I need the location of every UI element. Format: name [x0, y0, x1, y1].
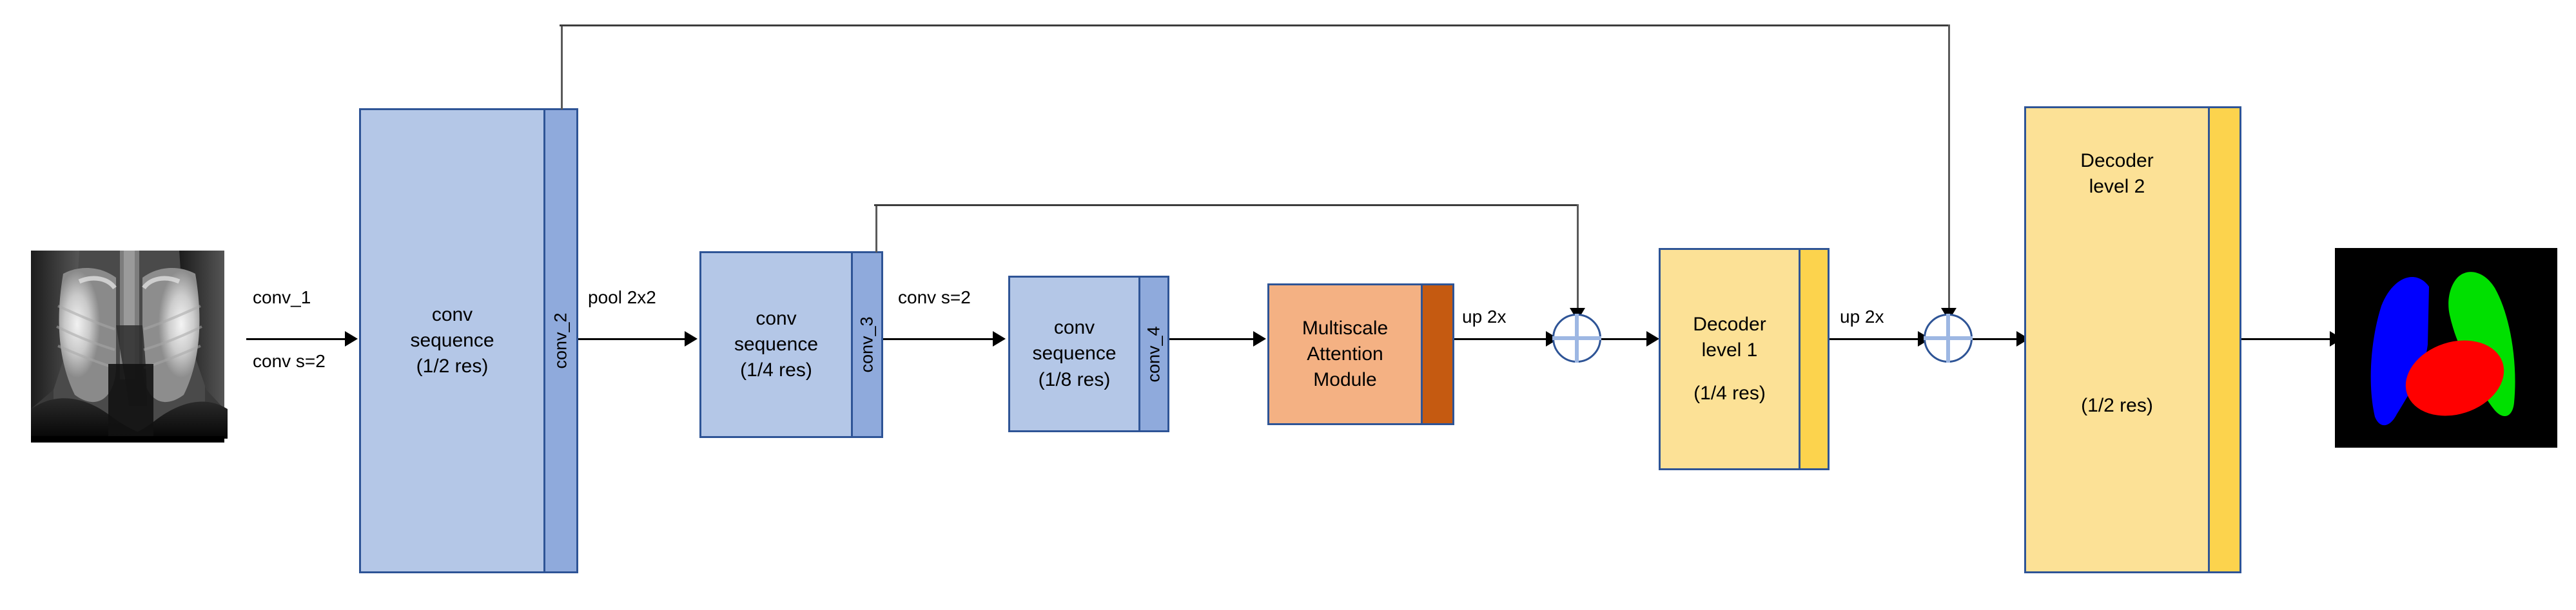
block-multiscale-attention-module-strip — [1421, 285, 1452, 423]
block-conv-sequence-1-strip: conv_2 — [543, 110, 576, 571]
edge-conv2-to-conv3 — [883, 338, 994, 340]
block-conv-sequence-3-body: conv sequence (1/8 res) — [1010, 278, 1138, 430]
block-conv-sequence-3[interactable]: conv sequence (1/8 res) conv_4 — [1008, 276, 1169, 432]
block-multiscale-attention-module-body: Multiscale Attention Module — [1269, 285, 1421, 423]
arrowhead-conv3-to-attention — [1253, 331, 1266, 347]
skip-conv3-rail — [874, 204, 1578, 206]
edge-sum1-to-decoder1 — [1601, 338, 1648, 340]
block-conv-sequence-3-line-2: (1/8 res) — [1038, 368, 1111, 390]
block-conv-sequence-1-line-2: (1/2 res) — [416, 356, 489, 377]
block-conv-sequence-2-line-2: (1/4 res) — [740, 359, 812, 381]
skip-conv3-riser — [875, 204, 877, 253]
block-conv-sequence-2[interactable]: conv sequence (1/4 res) conv_3 — [699, 251, 883, 438]
block-decoder-level-1-strip — [1799, 250, 1828, 468]
edge-input-to-conv1 — [246, 338, 346, 340]
label-up-2x-a: up 2x — [1462, 307, 1507, 327]
decoder2-line-0: Decoder — [2080, 150, 2154, 171]
block-conv-sequence-3-line-1: sequence — [1032, 343, 1117, 365]
edge-conv1-to-conv2 — [578, 338, 687, 340]
decoder1-line-3: (1/4 res) — [1693, 382, 1766, 404]
segmentation-mask-output — [2335, 248, 2557, 448]
edge-decoder2-to-output — [2241, 338, 2332, 340]
block-decoder-level-1[interactable]: Decoder level 1 (1/4 res) — [1659, 248, 1830, 470]
attention-line-1: Attention — [1307, 343, 1383, 365]
block-decoder-level-2-body: Decoder level 2 (1/2 res) — [2026, 108, 2208, 571]
edge-decoder1-to-sum2 — [1830, 338, 1920, 340]
label-up-2x-b: up 2x — [1840, 307, 1884, 327]
label-pool-2x2: pool 2x2 — [588, 287, 656, 307]
edge-sum2-to-decoder2 — [1973, 338, 2019, 340]
block-decoder-level-2[interactable]: Decoder level 2 (1/2 res) — [2024, 106, 2241, 573]
block-decoder-level-1-body: Decoder level 1 (1/4 res) — [1661, 250, 1799, 468]
block-conv-sequence-1-line-0: conv — [431, 303, 473, 325]
attention-line-0: Multiscale — [1302, 317, 1389, 339]
sum-node-2[interactable] — [1924, 314, 1973, 363]
attention-line-2: Module — [1313, 369, 1377, 391]
label-conv-s2-b: conv s=2 — [898, 287, 971, 307]
label-conv-s2-a: conv s=2 — [253, 351, 326, 371]
block-conv-sequence-3-line-0: conv — [1053, 317, 1095, 339]
block-conv-sequence-3-strip: conv_4 — [1138, 278, 1167, 430]
decoder2-line-1: level 2 — [2089, 176, 2145, 198]
strip-label-conv-4: conv_4 — [1144, 325, 1164, 383]
block-conv-sequence-2-line-0: conv — [756, 307, 797, 329]
block-multiscale-attention-module[interactable]: Multiscale Attention Module — [1267, 283, 1454, 425]
strip-label-conv-3: conv_3 — [857, 316, 877, 373]
arrowhead-conv1-to-conv2 — [685, 331, 698, 347]
arrowhead-sum1-to-decoder1 — [1646, 331, 1659, 347]
chest-xray-input — [18, 248, 240, 448]
block-conv-sequence-2-body: conv sequence (1/4 res) — [701, 253, 851, 436]
edge-conv3-to-attention — [1169, 338, 1254, 340]
skip-conv2-riser — [561, 24, 563, 110]
sum-node-1[interactable] — [1552, 314, 1601, 363]
strip-label-conv-2: conv_2 — [551, 312, 571, 369]
decoder1-line-0: Decoder — [1693, 314, 1766, 336]
decoder1-line-1: level 1 — [1701, 339, 1758, 361]
arrowhead-input-to-conv1 — [345, 331, 358, 347]
skip-conv3-drop — [1577, 204, 1579, 311]
decoder2-line-3: (1/2 res) — [2081, 395, 2153, 417]
block-conv-sequence-2-line-1: sequence — [734, 333, 819, 355]
block-decoder-level-2-strip — [2208, 108, 2239, 571]
block-conv-sequence-2-strip: conv_3 — [851, 253, 881, 436]
skip-conv2-drop — [1948, 24, 1950, 311]
label-conv-1: conv_1 — [253, 287, 311, 307]
arrowhead-conv2-to-conv3 — [993, 331, 1006, 347]
block-conv-sequence-1-line-1: sequence — [410, 329, 494, 351]
block-conv-sequence-1-body: conv sequence (1/2 res) — [361, 110, 543, 571]
block-conv-sequence-1[interactable]: conv sequence (1/2 res) conv_2 — [359, 108, 578, 573]
skip-conv2-rail — [560, 24, 1950, 26]
edge-attention-to-sum1 — [1454, 338, 1548, 340]
